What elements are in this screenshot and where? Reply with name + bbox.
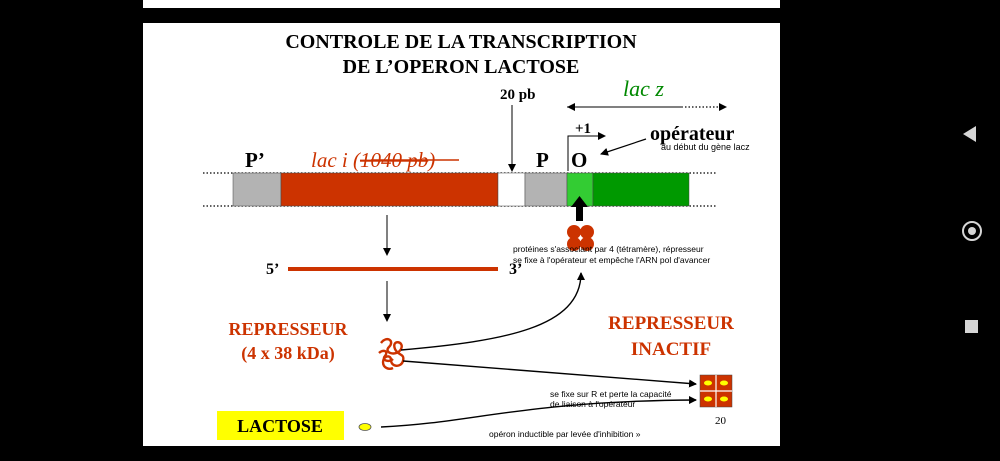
spacer-20pb	[497, 172, 526, 207]
home-icon[interactable]	[962, 221, 982, 241]
label-5prime: 5’	[266, 261, 279, 278]
note-proteines-line-2: se fixe à l'opérateur et empêche l'ARN p…	[513, 255, 710, 265]
label-represseur: REPRESSEUR	[228, 319, 348, 339]
repressor-tetramer-icon	[567, 225, 594, 251]
block-arrow-shaft	[576, 206, 583, 221]
note-proteines-line-1: protéines s'associant par 4 (tétramère),…	[513, 244, 704, 254]
label-3prime: 3’	[509, 261, 522, 278]
label-20pb: 20 pb	[500, 87, 535, 103]
block-arrow-head	[571, 196, 588, 207]
lacz-arrow-left-head	[567, 103, 575, 111]
note-fixe-line-1: se fixe sur R et perte la capacité	[550, 389, 672, 399]
repressor-protein-icon	[378, 337, 405, 370]
title-line-2: DE L’OPERON LACTOSE	[343, 56, 580, 78]
label-lacz: lac z	[623, 76, 664, 101]
inactive-repressor-icon	[699, 374, 733, 408]
gene-lac-i	[280, 172, 499, 207]
title-line-1: CONTROLE DE LA TRANSCRIPTION	[285, 31, 637, 53]
promoter-p	[524, 172, 568, 207]
label-operateur: opérateur	[650, 123, 735, 145]
label-represseur-mass: (4 x 38 kDa)	[241, 343, 335, 364]
operateur-arrow	[600, 138, 647, 156]
slide: CONTROLE DE LA TRANSCRIPTION DE L’OPERON…	[143, 23, 780, 446]
label-plus1: +1	[575, 121, 591, 137]
recent-apps-icon[interactable]	[965, 320, 978, 333]
gene-lac-z	[592, 172, 690, 207]
plus1-arrow	[567, 132, 606, 171]
previous-slide-edge	[143, 0, 780, 8]
promoter-p-prime	[232, 172, 282, 207]
page-number: 20	[715, 415, 727, 427]
arrow-repressor-to-inactive	[402, 360, 697, 388]
arrow-lactose-to-repressor	[380, 396, 697, 428]
lacz-arrow-right-head	[719, 103, 727, 111]
label-O: O	[571, 148, 587, 172]
label-P: P	[536, 148, 549, 172]
label-inactif-line-2: INACTIF	[631, 339, 711, 360]
lactose-box	[217, 411, 344, 440]
back-icon[interactable]	[963, 126, 976, 142]
label-lactose: LACTOSE	[237, 416, 323, 436]
arrow-repressor-to-operator	[400, 272, 585, 351]
note-operateur: au début du gène lacz	[661, 142, 750, 152]
lactose-molecule-icon	[358, 423, 372, 431]
label-P-prime: P’	[245, 148, 265, 172]
note-inductible: opéron inductible par levée d'inhibition…	[489, 429, 641, 439]
operon-diagram: CONTROLE DE LA TRANSCRIPTION DE L’OPERON…	[203, 31, 750, 440]
label-inactif-line-1: REPRESSEUR	[608, 313, 734, 334]
